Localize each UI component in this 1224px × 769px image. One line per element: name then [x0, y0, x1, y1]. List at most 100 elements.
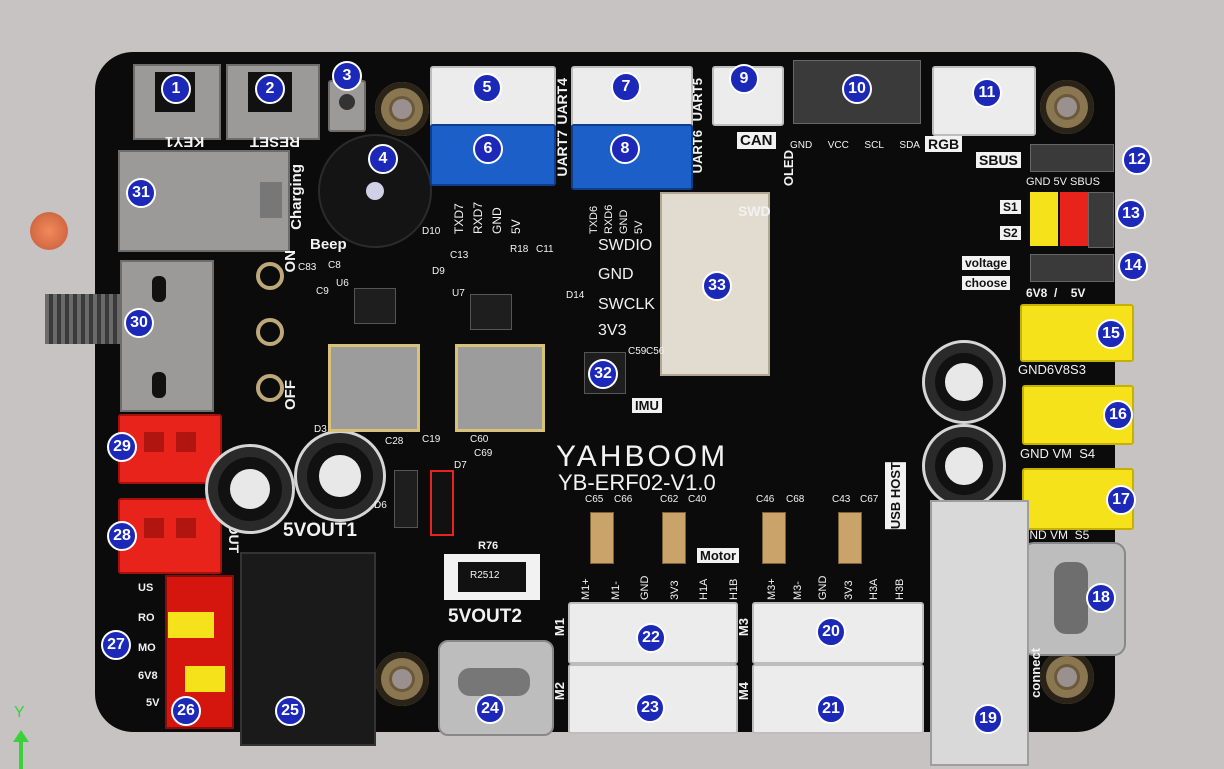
badge-13: 13: [1116, 199, 1146, 229]
badge-18: 18: [1086, 583, 1116, 613]
us-label: US: [138, 582, 154, 594]
badge-22: 22: [636, 623, 666, 653]
marker-dot: [30, 212, 68, 250]
badge-8: 8: [610, 134, 640, 164]
smd-capacitor: [590, 512, 614, 564]
swd-label: SWD: [738, 203, 771, 219]
motor-m1-connector: [568, 602, 738, 664]
power-switch[interactable]: [120, 260, 214, 412]
pin-label: 3V3: [842, 580, 855, 600]
uart6-pin-labels: TXD6 RXD6 GND 5V: [588, 188, 668, 234]
swdio-label: SWDIO: [598, 237, 653, 254]
capacitor: [294, 430, 386, 522]
servo-jumper-red[interactable]: [1060, 192, 1088, 246]
can-label: CAN: [737, 132, 776, 149]
y-axis-arrow: [19, 738, 23, 769]
badge-17: 17: [1106, 485, 1136, 515]
switch-pin: [256, 374, 284, 402]
board-model: YB-ERF02-V1.0: [558, 470, 716, 495]
m4-label: M4: [736, 682, 751, 701]
pin-label: H3A: [868, 578, 881, 600]
part-label: C28: [385, 436, 404, 447]
badge-2: 2: [255, 74, 285, 104]
smd-capacitor: [838, 512, 862, 564]
voltage-select-label: 6V8 / 5V: [1026, 286, 1086, 300]
pin-label: 5V: [509, 219, 523, 234]
pin-label: RXD7: [471, 201, 485, 234]
pin-label: H3B: [893, 578, 906, 600]
part-label: C9: [316, 286, 329, 297]
choose-label: choose: [962, 276, 1011, 290]
beep-label: Beep: [310, 236, 347, 253]
r2512-label: R2512: [470, 570, 500, 581]
pin-label: GND: [817, 575, 830, 600]
part-label: C68: [786, 494, 805, 505]
uart6-label: UART6: [690, 130, 705, 174]
uart7-pin-labels: TXD7 RXD7 GND 5V: [452, 186, 552, 234]
motor-label: Motor: [697, 548, 740, 563]
m2-label: M2: [552, 682, 567, 701]
off-label: OFF: [282, 380, 299, 410]
oled-label: OLED: [781, 150, 796, 187]
mo-label: MO: [138, 642, 156, 654]
pin-label: GND: [790, 140, 813, 151]
part-label: D9: [432, 266, 445, 277]
part-label: D3: [314, 424, 327, 435]
diode: [394, 470, 418, 528]
pin-label: RXD6: [603, 204, 615, 234]
dc-jack: [240, 552, 376, 746]
reset-label: RESET: [250, 133, 301, 150]
regulator-chip: [354, 288, 396, 324]
badge-16: 16: [1103, 400, 1133, 430]
pin-label: M3-: [791, 581, 804, 600]
3v3-label: 3V3: [598, 322, 627, 339]
part-label: C8: [328, 260, 341, 271]
pin-label: H1B: [727, 578, 740, 600]
servo-jumper-yellow[interactable]: [1030, 192, 1058, 246]
pin-label: SDA: [899, 140, 920, 151]
m1-label: M1: [552, 618, 567, 637]
pin-label: VCC: [827, 140, 849, 151]
s1-label: S1: [1000, 200, 1021, 214]
connect-label: connect: [1028, 648, 1043, 698]
5vout1-label: 5VOUT1: [283, 520, 357, 541]
switch-pin: [256, 262, 284, 290]
pin-label: M3+: [766, 578, 778, 600]
s4-label: GND VM S4: [1020, 446, 1096, 461]
capacitor: [205, 444, 295, 534]
part-label: C13: [450, 250, 469, 261]
r76-label: R76: [478, 540, 499, 552]
shunt-resistor: R2512: [444, 554, 540, 600]
brand-logo: YAHBOOM: [556, 440, 729, 473]
m1-pin-labels: M1+ M1- GND 3V3 H1A H1B: [580, 550, 740, 600]
part-label: C19: [422, 434, 441, 445]
badge-28: 28: [107, 521, 137, 551]
badge-21: 21: [816, 694, 846, 724]
switch-knob[interactable]: [45, 294, 125, 344]
fuse: [430, 470, 454, 536]
capacitor: [922, 340, 1006, 424]
part-label: C83: [298, 262, 317, 273]
pin-label: M1-: [609, 581, 622, 600]
badge-31: 31: [126, 178, 156, 208]
badge-26: 26: [171, 696, 201, 726]
part-label: D14: [566, 290, 585, 301]
m3-label: M3: [736, 618, 751, 637]
usb-host-label: USB HOST: [885, 462, 906, 530]
part-label: D7: [454, 460, 467, 471]
badge-15: 15: [1096, 319, 1126, 349]
part-label: C59: [628, 346, 647, 357]
part-label: U7: [452, 288, 465, 299]
sbus-header: [1030, 144, 1114, 172]
6v8-small-label: 6V8: [138, 670, 158, 682]
voltage-select-header[interactable]: [1030, 254, 1114, 282]
sbus-label: SBUS: [976, 152, 1021, 168]
badge-30: 30: [124, 308, 154, 338]
charging-label: Charging: [288, 164, 305, 230]
part-label: C56: [646, 346, 665, 357]
smd-capacitor: [662, 512, 686, 564]
badge-20: 20: [816, 617, 846, 647]
regulator-chip: [470, 294, 512, 330]
badge-25: 25: [275, 696, 305, 726]
mount-hole: [1040, 650, 1094, 704]
